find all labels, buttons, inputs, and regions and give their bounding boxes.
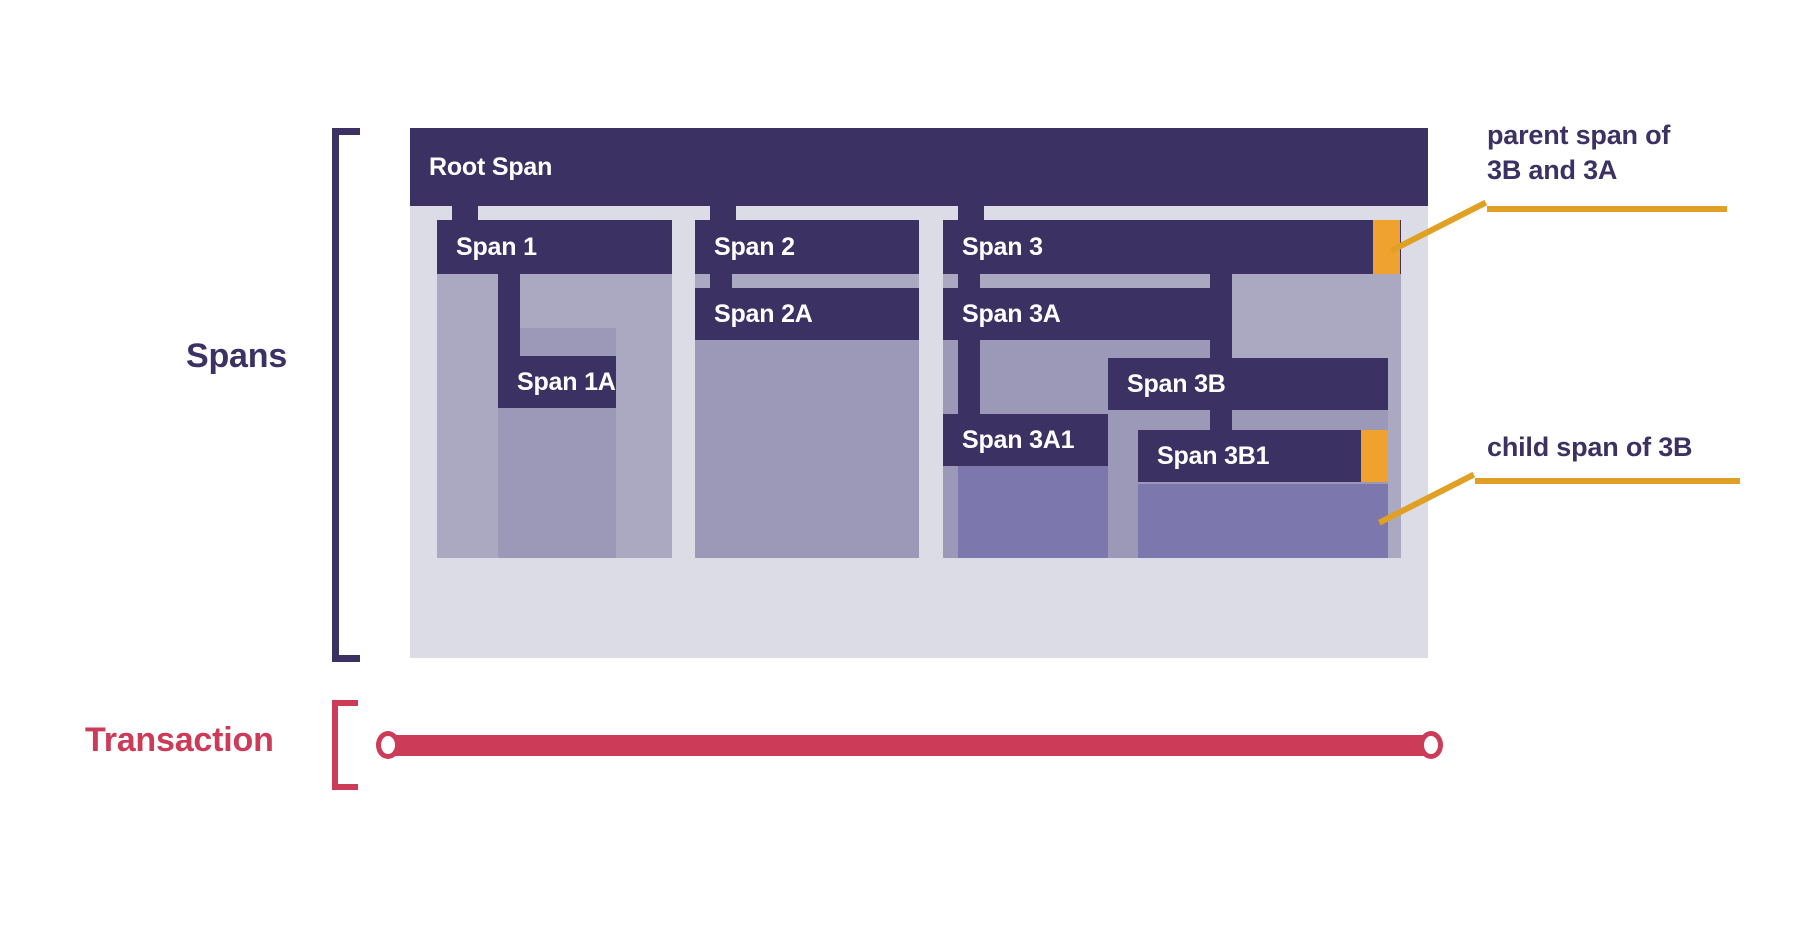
span-bar-3b1[interactable]: Span 3B1	[1138, 430, 1388, 482]
span-bar-3a1[interactable]: Span 3A1	[943, 414, 1118, 466]
span-bar-3-label[interactable]: Span 3	[943, 220, 1401, 274]
span-bar-1-label[interactable]: Span 1	[437, 220, 672, 274]
span-body-3b1	[1138, 484, 1388, 558]
span-bar-root[interactable]: Root Span	[410, 128, 1428, 206]
highlight-marker-child-span[interactable]	[1361, 430, 1388, 482]
leader-line-child-horizontal	[1475, 478, 1740, 484]
transaction-section-label: Transaction	[85, 721, 274, 759]
transaction-bracket	[332, 700, 358, 790]
annotation-parent-span: parent span of 3B and 3A	[1487, 120, 1671, 185]
annotation-child-span: child span of 3B	[1487, 432, 1693, 462]
transaction-end-dot[interactable]	[1419, 731, 1443, 759]
span-bar-2a[interactable]: Span 2A	[695, 288, 919, 340]
spans-container: Root Span Span 1 Span 1A Span 2 Span 2A …	[410, 128, 1428, 658]
span-body-2a	[695, 314, 919, 558]
span-bar-2-label[interactable]: Span 2	[695, 220, 919, 274]
span-bar-3a[interactable]: Span 3A	[943, 288, 1223, 340]
spans-bracket	[332, 128, 360, 662]
spans-section-label: Spans	[186, 337, 288, 375]
span-bar-3b[interactable]: Span 3B	[1108, 358, 1388, 410]
transaction-bar[interactable]	[386, 735, 1429, 756]
span-body-3a1	[958, 458, 1118, 558]
span-bar-1a[interactable]: Span 1A	[498, 356, 616, 408]
connector-span1-to-span1a	[498, 274, 520, 378]
leader-line-parent-horizontal	[1487, 206, 1727, 212]
transaction-start-dot[interactable]	[376, 731, 400, 759]
